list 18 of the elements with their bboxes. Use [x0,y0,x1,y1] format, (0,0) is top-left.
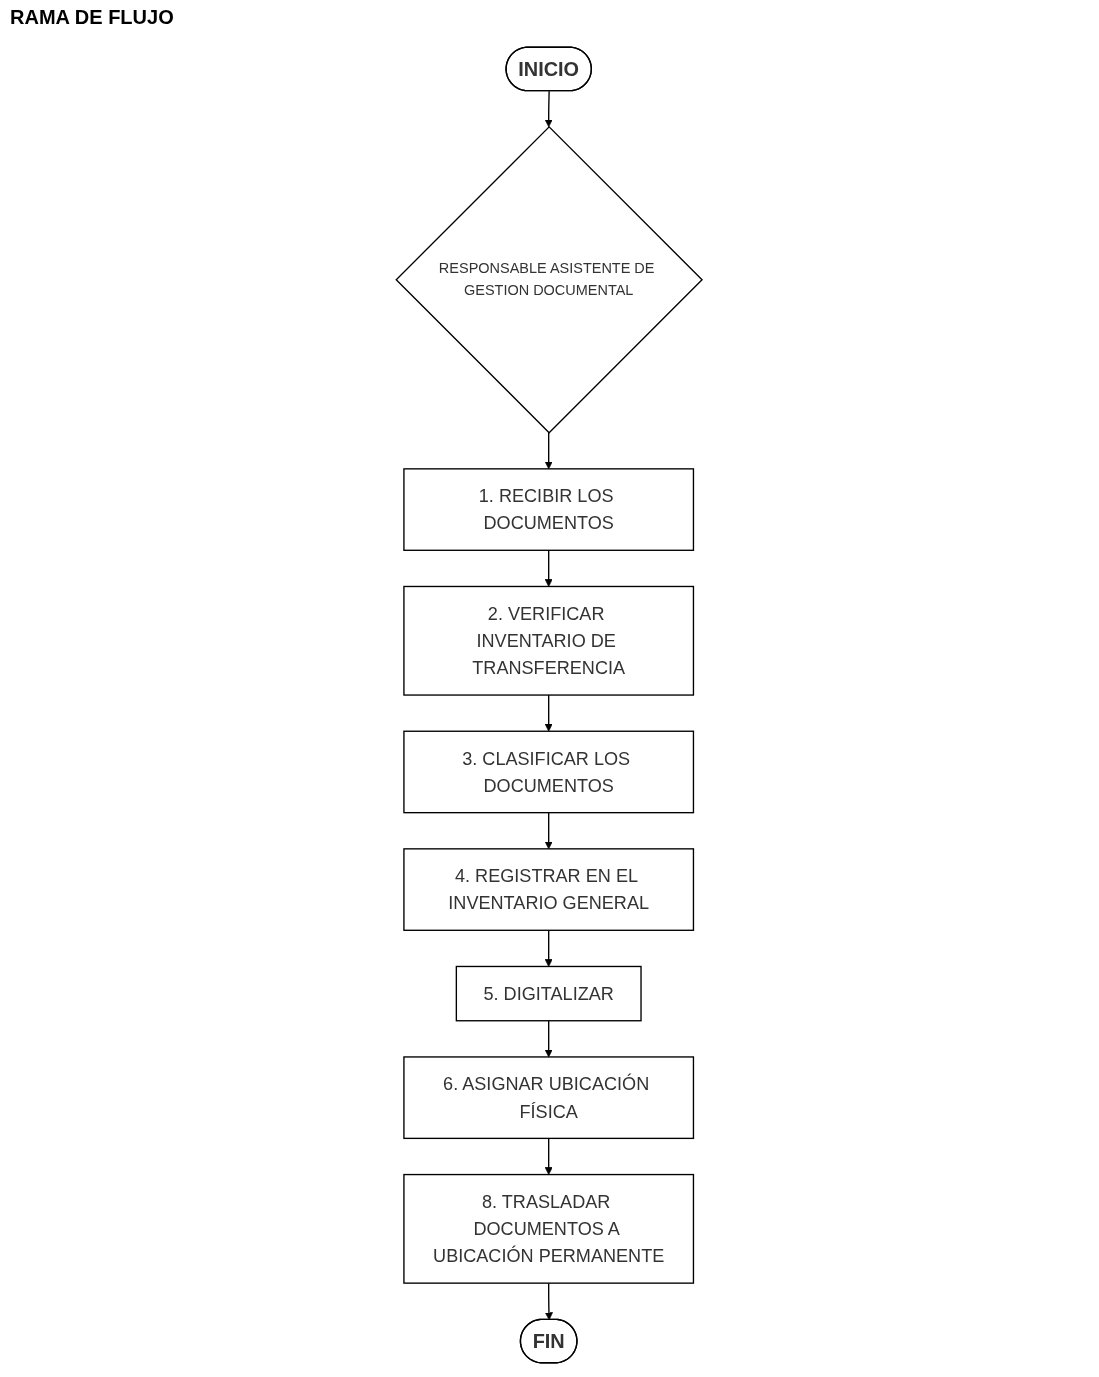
arrow [545,929,554,967]
node-box: 1. RECIBIR LOS DOCUMENTOS [403,468,695,551]
arrow [545,1282,554,1321]
arrow [545,812,554,850]
node-box: 4. REGISTRAR EN EL INVENTARIO GENERAL [403,848,695,931]
node-box: 2. VERIFICAR INVENTARIO DE TRANSFERENCIA [403,585,695,696]
arrow [545,1137,554,1175]
node-diamond: RESPONSABLE ASISTENTE DE GESTION DOCUMENTAL [395,125,704,434]
arrow [545,1020,554,1058]
arrow [545,694,554,732]
arrow [545,549,554,587]
arrow [545,432,554,470]
node-box: 8. TRASLADAR DOCUMENTOS A UBICACIÓN PERMANENTE [403,1173,695,1284]
diagram-title: RAMA DE FLUJO [10,6,174,29]
node-box: 3. CLASIFICAR LOS DOCUMENTOS [403,730,695,814]
arrow [545,90,554,128]
node-box: 5. DIGITALIZAR [456,965,643,1022]
node-box: 6. ASIGNAR UBICACIÓN FÍSICA [403,1056,695,1140]
